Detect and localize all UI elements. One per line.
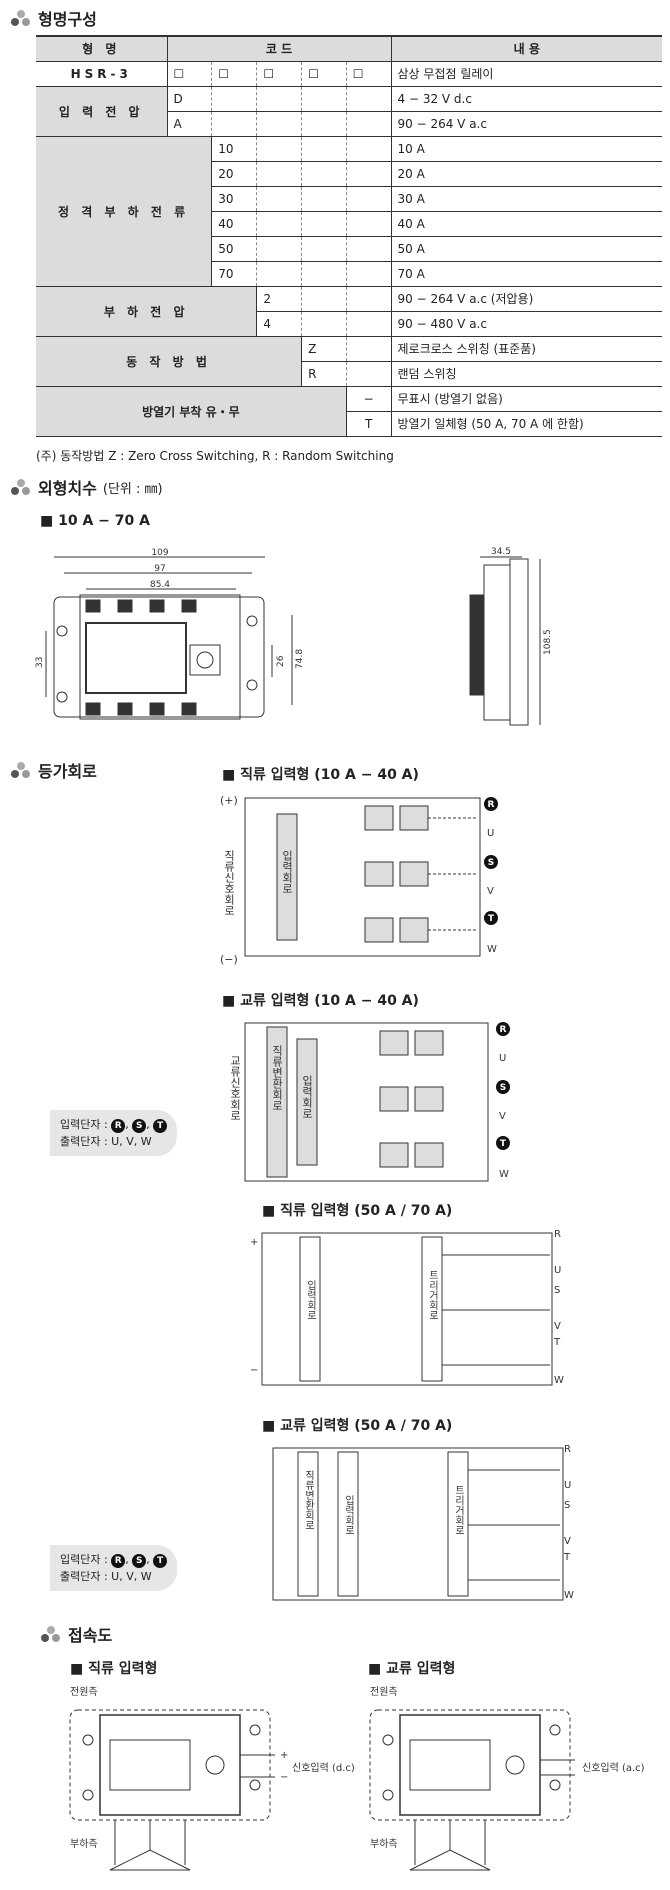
svg-text:34.5: 34.5: [491, 547, 511, 557]
svg-text:W: W: [564, 1590, 574, 1601]
circuit3-title: 직류 입력형 (50 A / 70 A): [262, 1200, 452, 1220]
svg-text:U: U: [554, 1265, 561, 1276]
circuit4-title: 교류 입력형 (50 A / 70 A): [262, 1415, 452, 1435]
svg-text:전원측: 전원측: [70, 1686, 98, 1698]
svg-text:입력회로: 입력회로: [343, 1494, 355, 1535]
circuit-ac-small: 교류신호회로 직류변환회로 입력회로 R S T U V W: [229, 1022, 510, 1182]
svg-text:트리거회로: 트리거회로: [427, 1270, 439, 1320]
model-desc: 삼상 무접점 릴레이: [391, 61, 662, 87]
section-title: 형명구성: [38, 10, 97, 29]
svg-text:T: T: [488, 914, 495, 924]
svg-text:108.5: 108.5: [543, 629, 553, 655]
wiring-diagrams: 전원측 부하측 + − 신호입력 (d.c) 전원측 부하측 신호입력 (a.c): [69, 1686, 645, 1871]
svg-text:T: T: [563, 1552, 571, 1563]
svg-text:V: V: [499, 1111, 506, 1122]
svg-text:(+): (+): [220, 794, 238, 807]
svg-text:T: T: [500, 1139, 507, 1149]
svg-text:97: 97: [154, 564, 165, 574]
section-dots-icon: [10, 761, 32, 779]
svg-text:트리거회로: 트리거회로: [453, 1485, 465, 1535]
circuit-dc-large: + − 입력회로 트리거회로 R US VT W: [250, 1229, 564, 1386]
svg-text:직류신호회로: 직류신호회로: [223, 850, 236, 916]
svg-text:직류변환회로: 직류변환회로: [303, 1470, 315, 1530]
svg-text:U: U: [499, 1053, 506, 1064]
row-load: 부 하 전 압: [36, 286, 258, 337]
th-code: 코 드: [167, 35, 392, 62]
svg-text:W: W: [487, 944, 497, 955]
svg-text:S: S: [500, 1083, 506, 1093]
svg-text:입력회로: 입력회로: [301, 1075, 314, 1119]
svg-text:U: U: [487, 828, 494, 839]
svg-text:S: S: [564, 1500, 570, 1511]
svg-text:T: T: [553, 1337, 561, 1348]
svg-text:전원측: 전원측: [370, 1686, 398, 1698]
svg-text:S: S: [488, 858, 494, 868]
section-circuit: 등가회로: [10, 758, 97, 782]
svg-text:(−): (−): [220, 953, 238, 966]
model-name: HSR-3: [36, 61, 168, 87]
svg-text:85.4: 85.4: [150, 580, 170, 590]
svg-text:입력회로: 입력회로: [305, 1279, 317, 1320]
dimension-subtitle: 10 A − 70 A: [40, 513, 150, 529]
section-dots-icon: [10, 478, 32, 496]
section-dimension: 외형치수(단위 : ㎜): [10, 475, 163, 499]
svg-text:−: −: [280, 1772, 288, 1783]
svg-text:신호입력 (d.c): 신호입력 (d.c): [292, 1761, 355, 1774]
row-op: 동 작 방 법: [36, 336, 303, 387]
svg-text:R: R: [564, 1444, 571, 1455]
svg-text:S: S: [554, 1285, 560, 1296]
svg-text:R: R: [500, 1025, 507, 1035]
svg-text:R: R: [488, 800, 495, 810]
circuit1-title: 직류 입력형 (10 A − 40 A): [222, 764, 419, 784]
svg-text:신호입력 (a.c): 신호입력 (a.c): [582, 1761, 645, 1774]
circuit-dc-small: (+) (−) 입력회로 직류신호회로 R S T U V W: [220, 794, 498, 966]
wiring-ac-title: 교류 입력형: [368, 1658, 455, 1678]
svg-text:74.8: 74.8: [295, 649, 305, 669]
svg-text:R: R: [554, 1229, 561, 1240]
section-dots-icon: [40, 1625, 62, 1643]
svg-text:U: U: [564, 1480, 571, 1491]
svg-text:−: −: [250, 1365, 258, 1376]
svg-text:V: V: [487, 886, 494, 897]
footnote: (주) 동작방법 Z : Zero Cross Switching, R : R…: [36, 449, 394, 463]
row-heat: 방열기 부착 유・무: [36, 386, 347, 437]
section-model: 형명구성: [10, 6, 97, 30]
svg-text:입력회로: 입력회로: [281, 850, 294, 894]
svg-text:V: V: [554, 1321, 561, 1332]
section-wiring: 접속도: [40, 1622, 112, 1646]
svg-text:부하측: 부하측: [70, 1837, 98, 1850]
dimension-drawing: 109 97 85.4 33 26 74.8 34.5 108.5: [35, 547, 553, 726]
circuit-ac-large: 직류변환회로 입력회로 트리거회로 R US VT W: [272, 1444, 574, 1601]
section-dots-icon: [10, 9, 32, 27]
th-desc: 내 용: [391, 35, 662, 62]
svg-text:+: +: [250, 1237, 258, 1248]
svg-text:W: W: [554, 1375, 564, 1386]
svg-text:W: W: [499, 1169, 509, 1180]
svg-text:+: +: [280, 1750, 288, 1761]
svg-text:33: 33: [35, 657, 45, 668]
svg-text:V: V: [564, 1536, 571, 1547]
svg-text:직류변환회로: 직류변환회로: [271, 1045, 284, 1111]
row-rated: 정 격 부 하 전 류: [36, 136, 213, 287]
row-input: 입 력 전 압: [36, 86, 168, 137]
svg-text:109: 109: [151, 548, 168, 558]
th-model: 형 명: [36, 35, 168, 62]
wiring-dc-title: 직류 입력형: [70, 1658, 157, 1678]
svg-text:26: 26: [276, 655, 286, 667]
svg-text:교류신호회로: 교류신호회로: [229, 1055, 242, 1121]
circuit2-title: 교류 입력형 (10 A − 40 A): [222, 990, 419, 1010]
svg-text:부하측: 부하측: [370, 1837, 398, 1850]
